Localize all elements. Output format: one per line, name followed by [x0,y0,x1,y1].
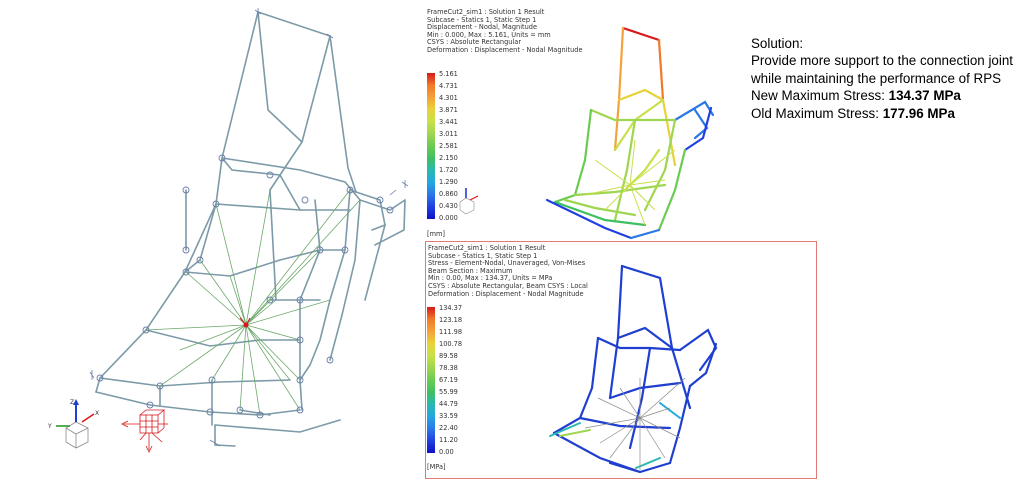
bottom-header-line: Beam Section : Maximum [428,266,513,275]
legend-tick: 5.161 [439,70,458,78]
top-header-line: Displacement - Nodal, Magnitude [427,23,538,32]
frame-model-view: Z X Y [47,8,409,453]
legend-tick: 89.58 [439,352,458,360]
legend-tick: 11.20 [439,436,458,444]
old-max-stress-label: Old Maximum Stress: [751,105,883,121]
legend-tick: 111.98 [439,328,463,336]
stress-legend: 134.37 123.18 111.98 100.78 89.58 78.38 … [427,304,467,472]
legend-tick: 0.860 [439,190,458,198]
new-max-stress-line: New Maximum Stress: 134.37 MPa [751,87,1017,104]
bottom-header-line: Stress - Element-Nodal, Unaveraged, Von-… [428,259,586,268]
legend-tick: 2.150 [439,154,458,162]
solution-heading: Solution: [751,36,804,51]
bottom-header-line: Deformation : Displacement - Nodal Magni… [428,289,584,298]
legend-tick: 0.000 [439,214,458,222]
new-max-stress-value: 134.37 MPa [888,88,961,104]
stress-color-bar [427,307,435,453]
solution-text-block: Solution: Provide more support to the co… [751,35,1017,122]
top-header-line: Subcase - Statics 1, Static Step 1 [427,15,537,24]
legend-tick: 4.301 [439,94,458,102]
legend-unit: [MPa] [427,463,446,471]
displacement-color-bar [427,73,435,219]
legend-tick: 1.720 [439,166,458,174]
displacement-legend: 5.161 4.731 4.301 3.871 3.441 3.011 2.58… [427,70,467,238]
legend-tick: 1.290 [439,178,458,186]
stress-plot-view [549,264,718,474]
stress-result-panel [425,241,817,479]
legend-tick: 123.18 [439,316,463,324]
solution-description: Provide more support to the connection j… [751,53,1014,86]
bottom-header-line: Min : 0.00, Max : 134.37, Units = MPa [428,274,553,283]
top-header-line: Deformation : Displacement - Nodal Magni… [427,45,583,54]
legend-tick: 134.37 [439,304,463,312]
triad-y-label: Y [47,423,52,430]
mini-triad-icon [459,188,479,215]
old-max-stress-line: Old Maximum Stress: 177.96 MPa [751,105,1017,122]
bottom-header-line: Subcase - Statics 1, Static Step 1 [428,251,538,260]
triad-z-label: Z [70,399,74,406]
legend-tick: 44.79 [439,400,458,408]
legend-tick: 78.38 [439,364,458,372]
legend-tick: 22.40 [439,424,458,432]
legend-tick: 55.99 [439,388,458,396]
bottom-result-header: FrameCut2_sim1 : Solution 1 Result Subca… [428,244,588,298]
top-header-line: Min : 0.000, Max : 5.161, Units = mm [427,30,551,39]
legend-tick: 0.430 [439,202,458,210]
legend-tick: 33.59 [439,412,458,420]
legend-tick: 100.78 [439,340,463,348]
legend-tick: 2.581 [439,142,458,150]
old-max-stress-value: 177.96 MPa [882,105,955,121]
constraint-marker-icon [121,409,168,453]
legend-tick: 3.871 [439,106,458,114]
legend-tick: 3.441 [439,118,458,126]
legend-tick: 67.19 [439,376,458,384]
bottom-header-line: CSYS : Absolute Rectangular, Beam CSYS :… [428,281,588,290]
new-max-stress-label: New Maximum Stress: [751,88,889,104]
legend-tick: 0.00 [439,448,454,456]
legend-unit: [mm] [427,230,445,238]
triad-x-label: X [95,410,99,417]
displacement-plot-view [545,26,715,240]
coordinate-triad-icon: Z X Y [47,399,99,449]
top-header-line: CSYS : Absolute Rectangular [427,38,522,47]
top-result-header: FrameCut2_sim1 : Solution 1 Result Subca… [427,8,583,55]
bottom-header-line: FrameCut2_sim1 : Solution 1 Result [428,244,546,252]
top-header-line: FrameCut2_sim1 : Solution 1 Result [427,8,545,16]
legend-tick: 4.731 [439,82,458,90]
legend-tick: 3.011 [439,130,458,138]
